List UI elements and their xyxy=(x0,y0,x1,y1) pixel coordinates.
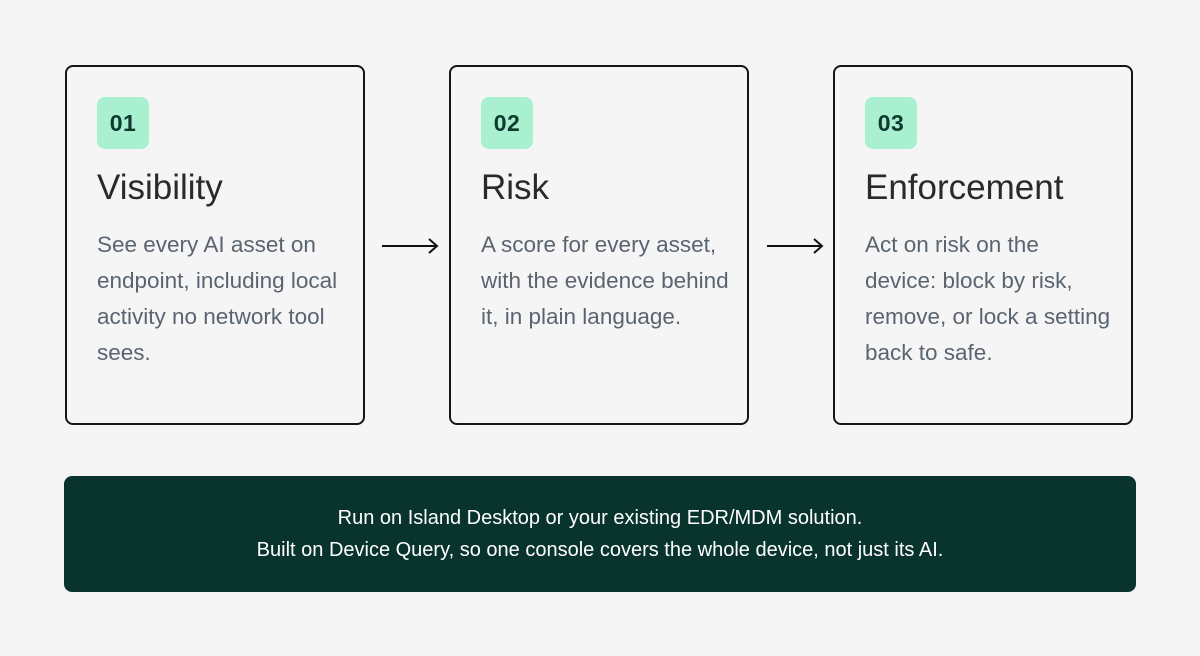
step-card-risk: 02 Risk A score for every asset, with th… xyxy=(449,65,749,425)
step-card-visibility: 01 Visibility See every AI asset on endp… xyxy=(65,65,365,425)
step-title: Visibility xyxy=(97,168,223,207)
step-description: A score for every asset, with the eviden… xyxy=(481,232,729,329)
step-number-badge: 03 xyxy=(865,97,917,149)
step-number-badge: 01 xyxy=(97,97,149,149)
step-title: Risk xyxy=(481,168,550,207)
step-number-badge: 02 xyxy=(481,97,533,149)
step-title: Enforcement xyxy=(865,168,1064,207)
step-description: See every AI asset on endpoint, includin… xyxy=(97,232,338,365)
footer-banner: Run on Island Desktop or your existing E… xyxy=(64,476,1136,592)
arrow-right-icon xyxy=(767,238,824,254)
step-card-enforcement: 03 Enforcement Act on risk on the device… xyxy=(833,65,1133,425)
footer-line-1: Run on Island Desktop or your existing E… xyxy=(337,507,863,529)
step-description: Act on risk on the device: block by risk… xyxy=(865,232,1111,365)
arrow-right-icon xyxy=(382,238,439,254)
footer-line-2: Built on Device Query, so one console co… xyxy=(256,539,944,561)
